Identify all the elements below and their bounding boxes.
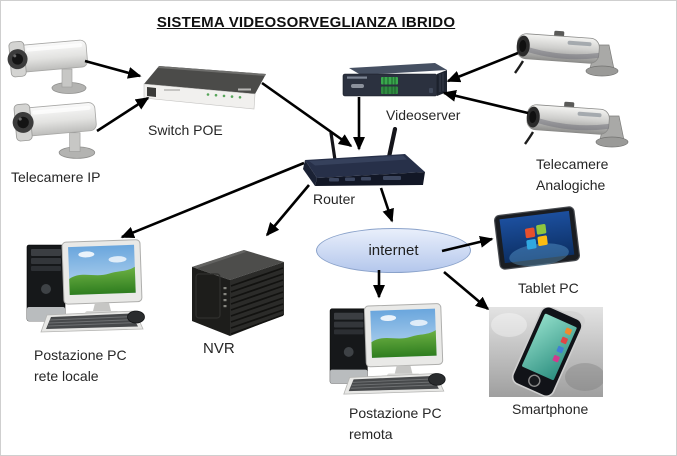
label-local-pc-line2: rete locale xyxy=(34,368,99,384)
videoserver xyxy=(337,61,451,103)
smartphone-icon xyxy=(489,307,603,397)
internet-label: internet xyxy=(368,242,419,259)
nvr-icon xyxy=(192,250,284,336)
arrow-internet-to-smartphone xyxy=(443,271,490,311)
router xyxy=(299,127,429,191)
internet-cloud: internet xyxy=(316,228,471,273)
label-remote-pc-line2: remota xyxy=(349,426,393,442)
label-ip-cameras: Telecamere IP xyxy=(11,169,101,185)
label-switch-poe: Switch POE xyxy=(148,122,223,138)
local-pc xyxy=(17,237,145,337)
network-switch-icon xyxy=(143,66,266,110)
label-nvr: NVR xyxy=(203,340,235,357)
label-local-pc: Postazione PC rete locale xyxy=(34,345,127,387)
tablet-pc xyxy=(491,201,583,275)
ip-camera-1 xyxy=(3,31,95,96)
ip-camera-icon xyxy=(12,102,97,159)
tablet-icon xyxy=(493,206,581,270)
analog-camera-icon xyxy=(524,101,629,148)
label-analog-cameras: Telecamere Analogiche xyxy=(536,154,608,196)
arrow-router-to-internet xyxy=(379,187,394,223)
videoserver-icon xyxy=(342,63,447,97)
remote-pc xyxy=(319,301,447,399)
ip-camera-icon xyxy=(7,39,88,94)
label-tablet: Tablet PC xyxy=(518,280,579,296)
analog-camera-1 xyxy=(513,29,625,79)
label-remote-pc-line1: Postazione PC xyxy=(349,405,442,421)
label-analog-cameras-line2: Analogiche xyxy=(536,177,606,193)
nvr xyxy=(187,241,289,337)
desktop-pc-icon xyxy=(329,303,446,395)
label-local-pc-line1: Postazione PC xyxy=(34,347,127,363)
desktop-pc-icon xyxy=(26,239,145,333)
ip-camera-2 xyxy=(7,93,105,161)
label-analog-cameras-line1: Telecamere xyxy=(536,156,609,172)
page-title: SISTEMA VIDEOSORVEGLIANZA IBRIDO xyxy=(156,14,456,31)
arrow-analog1-to-videoserver xyxy=(446,51,519,83)
switch-poe xyxy=(142,63,270,115)
label-remote-pc: Postazione PC remota xyxy=(349,403,442,445)
router-icon xyxy=(303,127,425,186)
arrow-router-to-localpc xyxy=(120,161,305,239)
label-router: Router xyxy=(313,191,356,207)
label-smartphone: Smartphone xyxy=(512,401,589,417)
analog-camera-icon xyxy=(514,30,619,77)
smartphone xyxy=(489,307,603,397)
arrow-router-to-nvr xyxy=(265,184,310,237)
analog-camera-2 xyxy=(523,99,635,151)
label-videoserver: Videoserver xyxy=(386,107,461,123)
